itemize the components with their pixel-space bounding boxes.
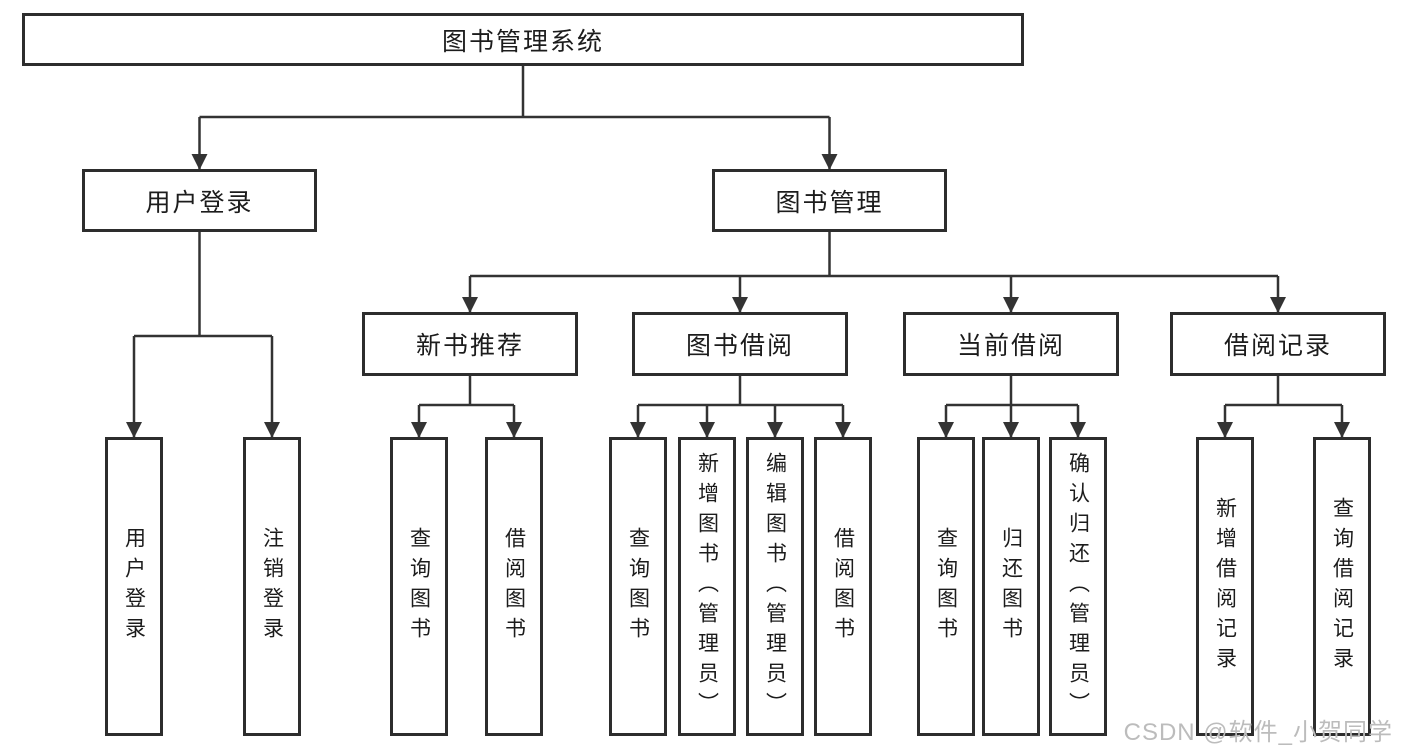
node-label: 图书管理	[775, 188, 884, 217]
node-label: 图书借阅	[685, 332, 794, 360]
leaf-add-books-admin: 新增图书（管理员）	[678, 437, 736, 736]
csdn-watermark: CSDN @软件_小贺同学	[1123, 719, 1393, 746]
node-label: 用户登录	[145, 188, 254, 217]
node-label: 编辑图书（管理员）	[763, 451, 787, 722]
leaf-return-books: 归还图书	[982, 437, 1040, 736]
leaf-borrow-books: 借阅图书	[814, 437, 872, 736]
node-label: 归还图书	[999, 526, 1023, 647]
leaf-query-books-recommend: 查询图书	[390, 437, 448, 736]
node-book-management: 图书管理	[712, 169, 947, 232]
node-label: 借阅记录	[1223, 332, 1332, 360]
node-current-borrowing: 当前借阅	[903, 312, 1119, 376]
node-user-login: 用户登录	[82, 169, 317, 232]
node-label: 查询图书	[407, 526, 431, 647]
node-label: 借阅图书	[502, 526, 526, 647]
leaf-query-borrow-record: 查询借阅记录	[1313, 437, 1371, 736]
leaf-add-borrow-record: 新增借阅记录	[1196, 437, 1254, 736]
node-label: 新增图书（管理员）	[695, 451, 719, 722]
leaf-confirm-return-admin: 确认归还（管理员）	[1049, 437, 1107, 736]
node-new-book-recommendation: 新书推荐	[362, 312, 578, 376]
leaf-edit-books-admin: 编辑图书（管理员）	[746, 437, 804, 736]
node-label: 注销登录	[260, 526, 284, 647]
node-label: 图书管理系统	[441, 27, 604, 56]
node-book-management-system: 图书管理系统	[22, 13, 1024, 66]
leaf-query-books-borrowing: 查询图书	[609, 437, 667, 736]
node-label: 用户登录	[122, 526, 146, 647]
node-label: 查询图书	[934, 526, 958, 647]
node-borrowing-records: 借阅记录	[1170, 312, 1386, 376]
node-label: 当前借阅	[956, 332, 1065, 360]
leaf-borrow-books-recommend: 借阅图书	[485, 437, 543, 736]
node-label: 借阅图书	[831, 526, 855, 647]
leaf-user-login: 用户登录	[105, 437, 163, 736]
node-label: 查询借阅记录	[1330, 496, 1354, 677]
node-label: 新增借阅记录	[1213, 496, 1237, 677]
leaf-query-books-current: 查询图书	[917, 437, 975, 736]
node-label: 查询图书	[626, 526, 650, 647]
leaf-logout: 注销登录	[243, 437, 301, 736]
node-label: 确认归还（管理员）	[1066, 451, 1090, 722]
node-label: 新书推荐	[415, 332, 524, 360]
node-book-borrowing: 图书借阅	[632, 312, 848, 376]
